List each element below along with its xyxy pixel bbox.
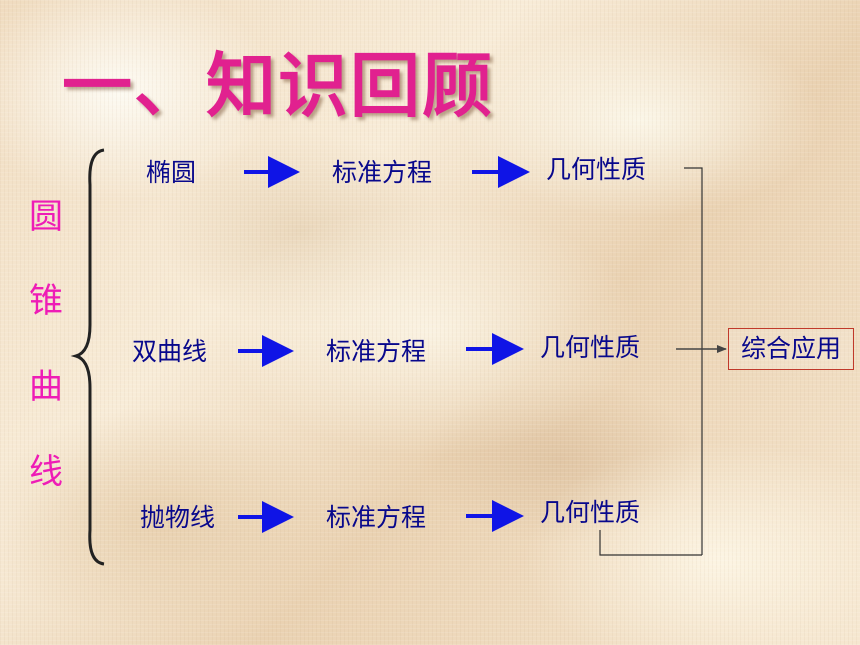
- result-label: 综合应用: [740, 334, 841, 363]
- curve-hyperbola: 双曲线: [132, 337, 208, 366]
- result-box: 综合应用: [728, 328, 854, 370]
- connector-bottom: [599, 530, 702, 556]
- standard-equation-label: 标准方程: [332, 158, 433, 187]
- side-label-char: 曲: [29, 367, 63, 407]
- page-title: 一、知识回顾: [62, 44, 494, 127]
- standard-equation-label: 标准方程: [326, 337, 427, 366]
- curve-parabola: 抛物线: [140, 503, 216, 532]
- side-label-char: 锥: [29, 281, 63, 321]
- curve-ellipse: 椭圆: [146, 158, 197, 187]
- geometric-property-label: 几何性质: [546, 155, 647, 184]
- geometric-property-label: 几何性质: [540, 498, 641, 527]
- left-brace: [70, 148, 105, 566]
- connector-top: [684, 167, 703, 555]
- side-label-char: 线: [29, 452, 63, 492]
- standard-equation-label: 标准方程: [326, 503, 427, 532]
- geometric-property-label: 几何性质: [540, 333, 641, 362]
- side-label-char: 圆: [29, 197, 63, 237]
